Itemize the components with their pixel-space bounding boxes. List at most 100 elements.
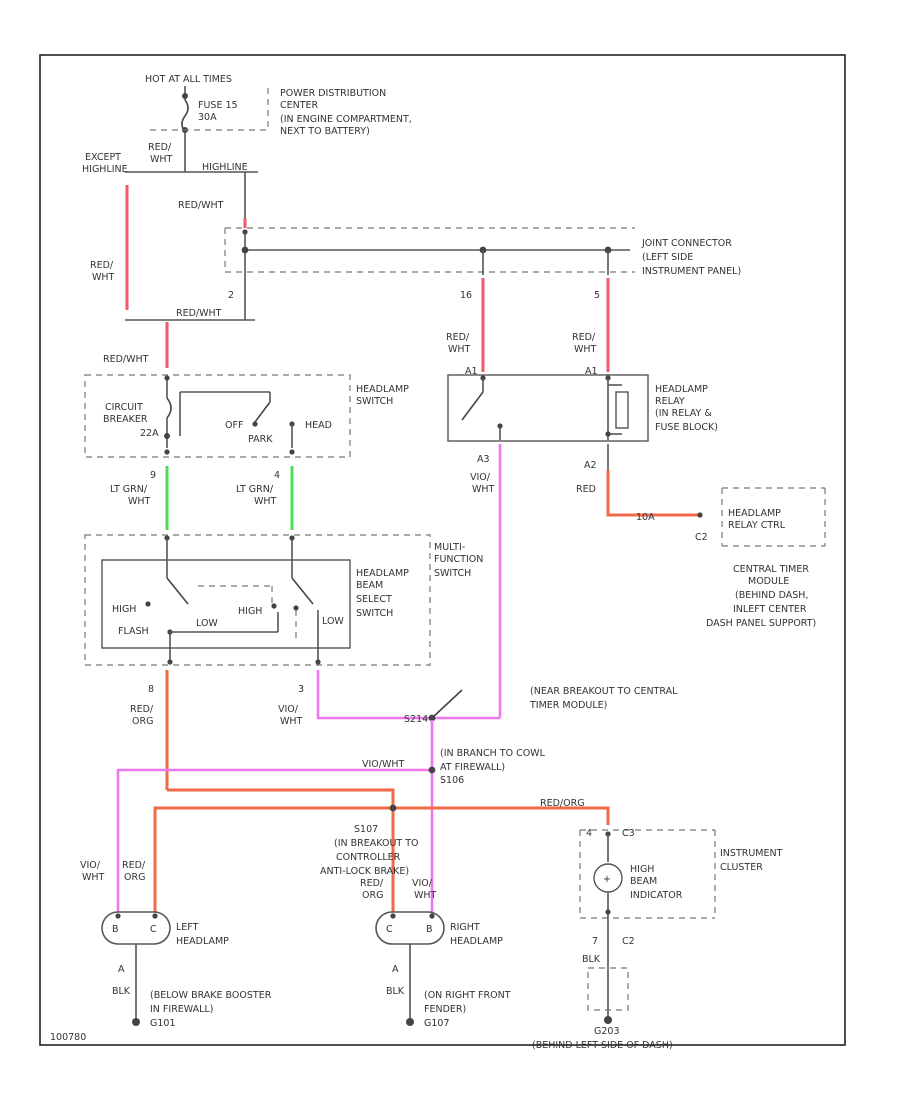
svg-text:S107: S107 xyxy=(354,824,378,835)
svg-text:WHT: WHT xyxy=(280,716,303,727)
svg-text:CLUSTER: CLUSTER xyxy=(720,862,763,873)
svg-text:C3: C3 xyxy=(622,828,635,839)
wire-red-org-bus xyxy=(153,806,610,912)
svg-text:SWITCH: SWITCH xyxy=(434,568,471,579)
svg-text:BEAM: BEAM xyxy=(356,580,383,591)
svg-text:G101: G101 xyxy=(150,1018,176,1029)
svg-text:BLK: BLK xyxy=(386,986,405,997)
svg-text:RED/: RED/ xyxy=(572,332,596,343)
svg-text:(IN RELAY &: (IN RELAY & xyxy=(655,408,712,419)
right-headlamp: RED/ ORG VIO/ WHT C B RIGHT HEADLAMP A B… xyxy=(360,878,511,1029)
headlamp-switch-label-1: HEADLAMP xyxy=(356,384,409,395)
svg-text:(BEHIND LEFT SIDE OF DASH): (BEHIND LEFT SIDE OF DASH) xyxy=(532,1040,673,1051)
svg-text:FUSE BLOCK): FUSE BLOCK) xyxy=(655,422,718,433)
svg-text:VIO/WHT: VIO/WHT xyxy=(362,759,405,770)
svg-text:RED/: RED/ xyxy=(122,860,146,871)
svg-text:RELAY: RELAY xyxy=(655,396,685,407)
footer-code: 100780 xyxy=(50,1032,86,1043)
svg-text:FENDER): FENDER) xyxy=(424,1004,466,1015)
svg-text:S106: S106 xyxy=(440,775,464,786)
svg-text:ANTI-LOCK BRAKE): ANTI-LOCK BRAKE) xyxy=(320,866,409,877)
svg-text:A: A xyxy=(118,964,125,975)
svg-text:FLASH: FLASH xyxy=(118,626,149,637)
svg-text:RED/WHT: RED/WHT xyxy=(103,354,149,365)
svg-text:LOW: LOW xyxy=(322,616,344,627)
svg-text:C2: C2 xyxy=(695,532,708,543)
svg-text:LT GRN/: LT GRN/ xyxy=(110,484,148,495)
svg-text:TIMER MODULE): TIMER MODULE) xyxy=(529,700,607,711)
svg-text:ORG: ORG xyxy=(362,890,383,901)
svg-text:PARK: PARK xyxy=(248,434,273,445)
svg-text:BLK: BLK xyxy=(582,954,601,965)
svg-text:MULTI-: MULTI- xyxy=(434,542,465,553)
svg-text:IN FIREWALL): IN FIREWALL) xyxy=(150,1004,213,1015)
headlamp-switch: CIRCUIT BREAKER 22A OFF PARK HEAD HEADLA… xyxy=(84,374,409,458)
svg-text:AT FIREWALL): AT FIREWALL) xyxy=(440,762,505,773)
svg-text:C: C xyxy=(150,924,157,935)
svg-text:VIO/: VIO/ xyxy=(80,860,101,871)
svg-text:VIO/: VIO/ xyxy=(470,472,491,483)
except-highline-label-2: HIGHLINE xyxy=(82,164,128,175)
pdc-label-4: NEXT TO BATTERY) xyxy=(280,126,370,137)
headlamp-switch-label-2: SWITCH xyxy=(356,396,393,407)
svg-text:16: 16 xyxy=(460,290,472,301)
wire-vio-left-headlamp xyxy=(116,768,432,912)
svg-text:RED/: RED/ xyxy=(130,704,154,715)
svg-text:LEFT: LEFT xyxy=(176,922,199,933)
pdc-label-2: CENTER xyxy=(280,100,319,111)
svg-text:(BEHIND DASH,: (BEHIND DASH, xyxy=(735,590,808,601)
svg-text:WHT: WHT xyxy=(472,484,495,495)
svg-text:RED: RED xyxy=(576,484,596,495)
svg-text:HIGH: HIGH xyxy=(112,604,136,615)
svg-text:5: 5 xyxy=(594,290,600,301)
svg-text:7: 7 xyxy=(592,936,598,947)
svg-text:10A: 10A xyxy=(636,512,655,523)
svg-text:RED/WHT: RED/WHT xyxy=(178,200,224,211)
svg-text:2: 2 xyxy=(228,290,234,301)
svg-text:(BELOW BRAKE BOOSTER: (BELOW BRAKE BOOSTER xyxy=(150,990,272,1001)
wire-red-relay-ctrl xyxy=(606,470,700,517)
svg-text:ORG: ORG xyxy=(132,716,153,727)
svg-text:BEAM: BEAM xyxy=(630,876,657,887)
svg-text:A2: A2 xyxy=(584,460,597,471)
svg-text:MODULE: MODULE xyxy=(748,576,789,587)
joint-connector-label-3: INSTRUMENT PANEL) xyxy=(642,266,741,277)
svg-text:OFF: OFF xyxy=(225,420,243,431)
svg-text:4: 4 xyxy=(274,470,280,481)
svg-text:HEADLAMP: HEADLAMP xyxy=(176,936,229,947)
instrument-cluster: + 4 C3 HIGH BEAM INDICATOR INSTRUMENT CL… xyxy=(579,828,783,928)
svg-text:S214: S214 xyxy=(404,714,428,725)
svg-text:VIO/: VIO/ xyxy=(412,878,433,889)
left-headlamp: VIO/ WHT RED/ ORG B C LEFT HEADLAMP A BL… xyxy=(80,860,272,1029)
svg-text:ORG: ORG xyxy=(124,872,145,883)
highline-label: HIGHLINE xyxy=(202,162,248,173)
joint-connector-label-1: JOINT CONNECTOR xyxy=(641,238,732,249)
headlamp-relay: A1 A1 HEADLAMP RELAY (IN RELAY & FUSE BL… xyxy=(447,366,718,442)
svg-text:A3: A3 xyxy=(477,454,490,465)
pdc-label-3: (IN ENGINE COMPARTMENT, xyxy=(280,114,412,125)
svg-text:DASH PANEL SUPPORT): DASH PANEL SUPPORT) xyxy=(706,618,816,629)
svg-text:C2: C2 xyxy=(622,936,635,947)
svg-text:HEAD: HEAD xyxy=(305,420,332,431)
fuse-label-1: FUSE 15 xyxy=(198,100,238,111)
svg-text:RELAY CTRL: RELAY CTRL xyxy=(728,520,786,531)
svg-text:RED/ORG: RED/ORG xyxy=(540,798,585,809)
svg-text:SELECT: SELECT xyxy=(356,594,392,605)
hot-at-all-times-label: HOT AT ALL TIMES xyxy=(145,74,232,85)
svg-text:A1: A1 xyxy=(585,366,598,377)
svg-text:9: 9 xyxy=(150,470,156,481)
svg-text:RED/: RED/ xyxy=(360,878,384,889)
svg-text:HEADLAMP: HEADLAMP xyxy=(356,568,409,579)
svg-text:A: A xyxy=(392,964,399,975)
svg-text:B: B xyxy=(112,924,119,935)
svg-text:(NEAR BREAKOUT TO CENTRAL: (NEAR BREAKOUT TO CENTRAL xyxy=(530,686,678,697)
svg-text:HEADLAMP: HEADLAMP xyxy=(450,936,503,947)
svg-text:INDICATOR: INDICATOR xyxy=(630,890,683,901)
pdc-location: POWER DISTRIBUTION CENTER (IN ENGINE COM… xyxy=(280,88,412,137)
pdc-label-1: POWER DISTRIBUTION xyxy=(280,88,386,99)
svg-text:RED/: RED/ xyxy=(90,260,114,271)
svg-text:WHT: WHT xyxy=(414,890,437,901)
svg-text:HIGH: HIGH xyxy=(630,864,654,875)
svg-text:HIGH: HIGH xyxy=(238,606,262,617)
